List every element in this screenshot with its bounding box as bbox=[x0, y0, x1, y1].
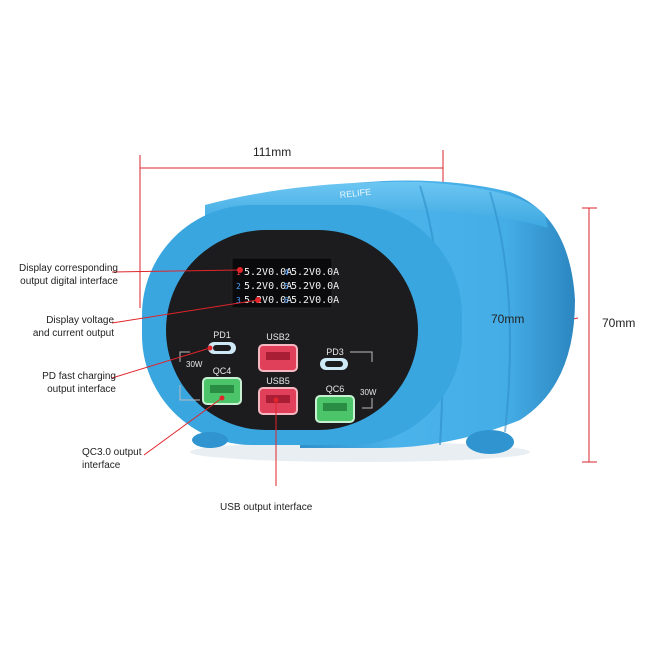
usb-c-port-pd3 bbox=[320, 358, 348, 370]
watt-label-right: 30W bbox=[360, 388, 377, 397]
callout-usb-output: USB output interface bbox=[220, 502, 313, 513]
width-label: 111mm bbox=[253, 145, 292, 159]
lcd-index: 3 bbox=[236, 296, 241, 305]
port-label-pd1: PD1 bbox=[213, 330, 231, 340]
port-group-brackets bbox=[179, 351, 373, 409]
lcd-value: 5.2V0.0A bbox=[244, 281, 292, 292]
height-dimension bbox=[582, 207, 597, 463]
callout-pd-fast: PD fast charging output interface bbox=[42, 371, 116, 395]
lcd-index: 5 bbox=[284, 282, 289, 291]
port-label-qc4: QC4 bbox=[213, 366, 232, 376]
lcd-value: 5.2V0.0A bbox=[291, 281, 339, 292]
port-label-usb2: USB2 bbox=[266, 332, 290, 342]
port-label-pd3: PD3 bbox=[326, 347, 344, 357]
callout-qc-output: QC3.0 output interface bbox=[82, 447, 142, 471]
lcd-value: 5.2V0.0A bbox=[291, 295, 339, 306]
usb-c-port-pd1 bbox=[208, 342, 236, 354]
port-label-usb5: USB5 bbox=[266, 376, 290, 386]
lcd-index: 4 bbox=[284, 268, 289, 277]
lcd-index: 6 bbox=[284, 296, 289, 305]
lcd-value: 5.2V0.0A bbox=[244, 267, 292, 278]
brand-logo: RELIFE bbox=[339, 187, 371, 200]
watt-label-left: 30W bbox=[186, 360, 203, 369]
callout-dots bbox=[207, 267, 279, 403]
callout-lines bbox=[111, 269, 277, 486]
lcd-value: 5.2V0.0A bbox=[291, 267, 339, 278]
usb-a-port-qc4 bbox=[202, 377, 242, 405]
depth-label: 70mm bbox=[491, 312, 525, 326]
callout-display-voltage: Display voltage and current output bbox=[32, 315, 114, 339]
callout-display-output: Display corresponding output digital int… bbox=[19, 263, 118, 287]
port-label-qc6: QC6 bbox=[326, 384, 345, 394]
usb-a-port-qc6 bbox=[315, 395, 355, 423]
lcd-display: 1 5.2V0.0A 4 5.2V0.0A 2 5.2V0.0A 5 5.2V0… bbox=[231, 257, 339, 309]
lcd-index: 2 bbox=[236, 282, 241, 291]
height-label: 70mm bbox=[602, 316, 636, 330]
usb-a-port-usb2 bbox=[258, 344, 298, 372]
lcd-value: 5.2V0.0A bbox=[244, 295, 292, 306]
